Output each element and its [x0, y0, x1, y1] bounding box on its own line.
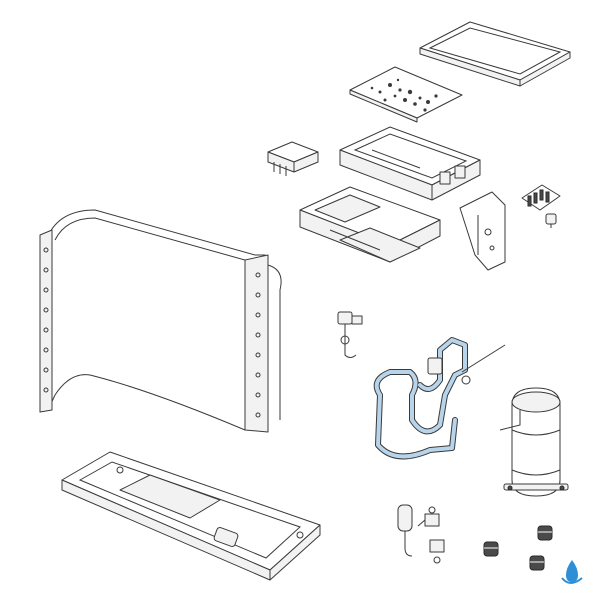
refrigerant-piping [373, 337, 506, 460]
service-valves [417, 506, 445, 564]
compressor [499, 387, 569, 497]
top-cover-panel [419, 21, 571, 87]
terminal-block [267, 141, 319, 176]
motor-bracket [459, 191, 506, 271]
rubber-feet [483, 525, 553, 571]
control-pcb [349, 66, 463, 123]
condenser-coil [39, 209, 282, 433]
filter-drier [397, 504, 413, 557]
water-drop-logo-icon [561, 560, 583, 584]
expansion-valve [337, 311, 363, 358]
pcb-support-frame [299, 186, 441, 263]
reactor-coil [521, 184, 561, 211]
electrical-box [339, 126, 481, 201]
sensor-plug [545, 213, 557, 228]
base-pan [61, 451, 321, 581]
